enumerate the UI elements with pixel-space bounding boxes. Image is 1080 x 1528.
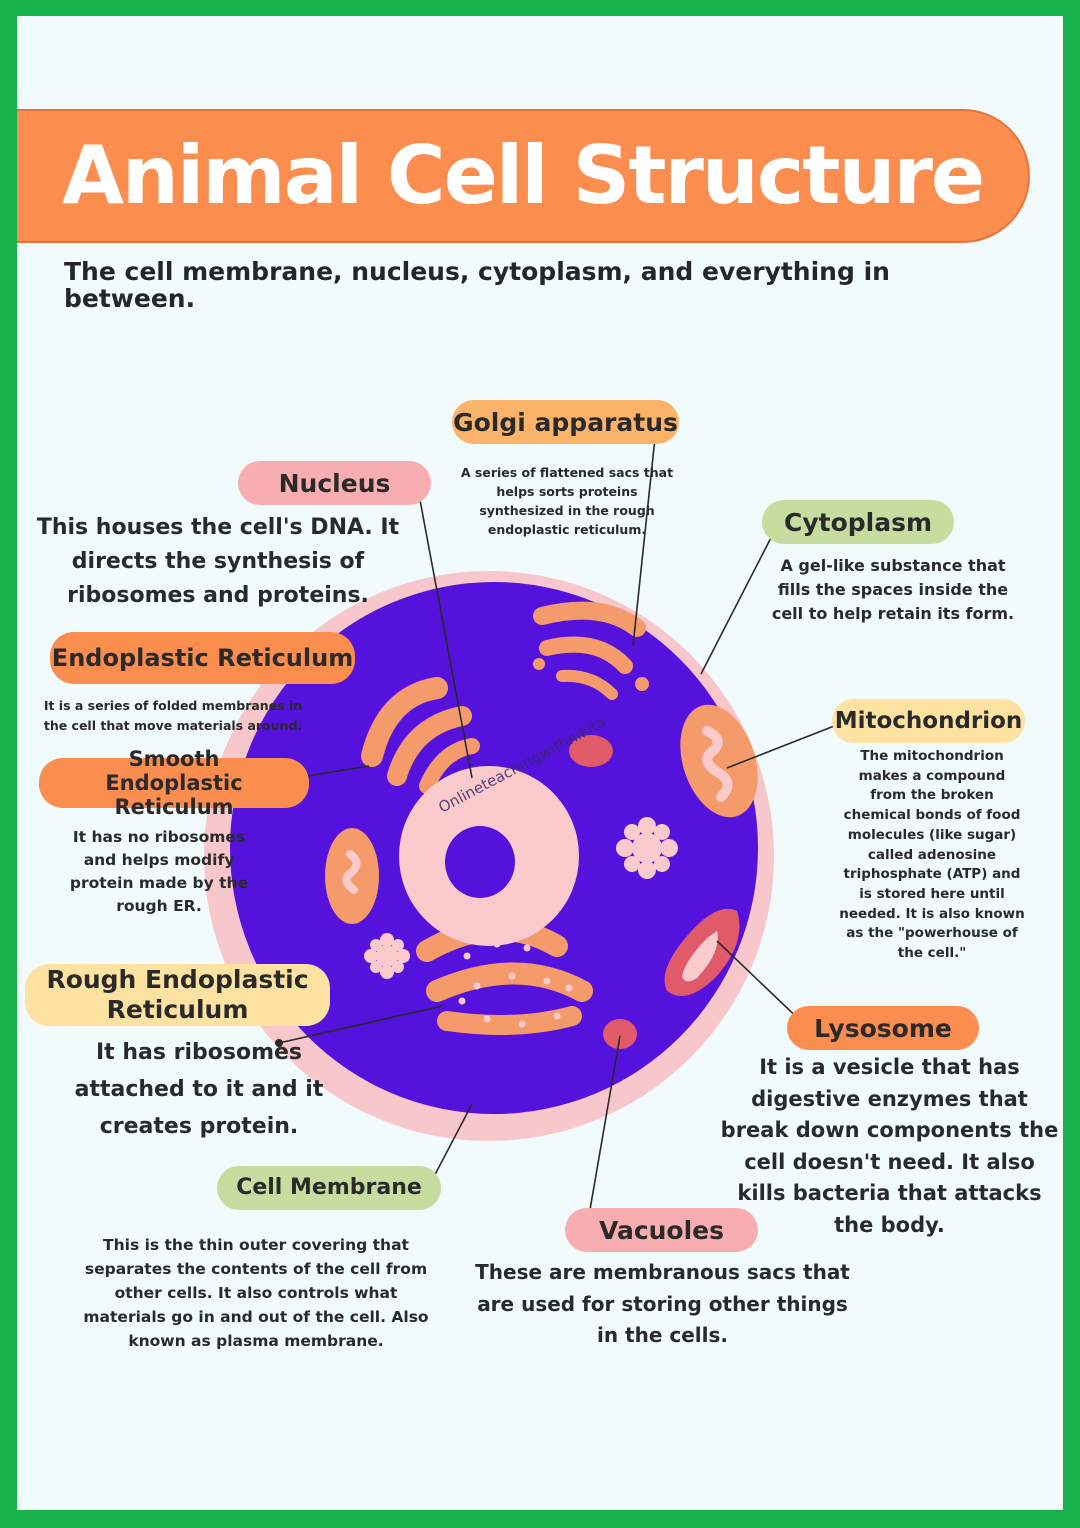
mitochondrion (680, 704, 758, 818)
page-title: Animal Cell Structure (62, 129, 985, 222)
label-mitochondrion: Mitochondrion (832, 699, 1025, 743)
desc-endoplastic-reticulum: It is a series of folded membranes in th… (43, 698, 303, 733)
er-name: Endoplastic Reticulum (51, 644, 354, 672)
desc-mitochondrion: The mitochondrion makes a compound from … (839, 748, 1025, 962)
mitochondrion-name: Mitochondrion (834, 707, 1023, 734)
label-cytoplasm: Cytoplasm (762, 500, 954, 544)
desc-rough-er: It has ribosomes attached to it and it c… (74, 1040, 324, 1139)
vesicle (569, 735, 613, 767)
poster: Animal Cell Structure The cell membrane,… (17, 16, 1063, 1510)
desc-cell-membrane: This is the thin outer covering that sep… (83, 1236, 429, 1350)
centriole-star (616, 817, 678, 879)
nucleus (399, 766, 579, 946)
label-smooth-er: Smooth Endoplastic Reticulum (39, 747, 309, 819)
desc-cytoplasm: A gel-like substance that fills the spac… (771, 556, 1015, 623)
golgi-apparatus (533, 601, 649, 700)
vacuoles-name: Vacuoles (598, 1215, 725, 1245)
label-golgi-apparatus: Golgi apparatus (452, 400, 679, 444)
cytoplasm-name: Cytoplasm (783, 507, 933, 537)
label-lysosome: Lysosome (787, 1006, 979, 1050)
lysosome-name: Lysosome (814, 1013, 952, 1043)
desc-lysosome: It is a vesicle that has digestive enzym… (720, 1055, 1059, 1237)
golgi-name: Golgi apparatus (453, 407, 678, 437)
page-subtitle: The cell membrane, nucleus, cytoplasm, a… (64, 257, 890, 313)
nucleus-name: Nucleus (278, 468, 391, 498)
lysosome (664, 908, 740, 996)
desc-smooth-er: It has no ribosomes and helps modify pro… (69, 828, 249, 915)
nucleolus (445, 826, 515, 898)
label-rough-er: Rough Endoplastic Reticulum (25, 964, 330, 1026)
label-nucleus: Nucleus (238, 461, 431, 505)
centriole-star-small (364, 933, 410, 979)
label-cell-membrane: Cell Membrane (217, 1166, 441, 1210)
label-vacuoles: Vacuoles (565, 1208, 758, 1252)
desc-vacuoles: These are membranous sacs that are used … (475, 1260, 850, 1347)
smooth-er-name: Smooth Endoplastic Reticulum (105, 747, 243, 819)
cell-membrane-name: Cell Membrane (236, 1175, 422, 1200)
title-banner (17, 109, 1030, 243)
mitochondrion-left (325, 828, 379, 924)
desc-nucleus: This houses the cell's DNA. It directs t… (36, 515, 400, 608)
desc-golgi-apparatus: A series of flattened sacs that helps so… (460, 465, 674, 537)
vacuole (603, 1019, 637, 1049)
rough-er-name: Rough Endoplastic Reticulum (46, 965, 309, 1024)
animal-cell-diagram: Onlineteachingwithnikita (204, 418, 851, 1231)
label-endoplastic-reticulum: Endoplastic Reticulum (50, 632, 355, 684)
